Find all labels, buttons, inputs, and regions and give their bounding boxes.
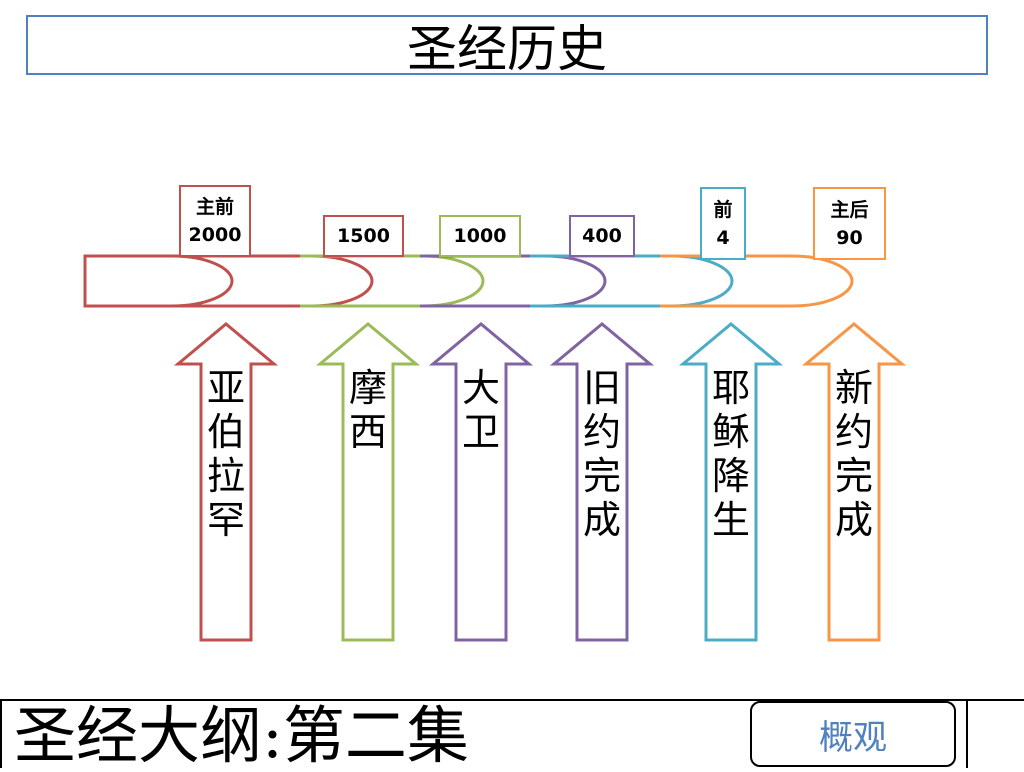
event-label: 大卫 — [461, 366, 500, 454]
timeline-segment — [83, 254, 234, 308]
event-arrow — [801, 322, 907, 642]
date-box: 主后 90 — [813, 187, 886, 260]
date-year: 2000 — [188, 224, 242, 246]
date-year: 400 — [582, 225, 622, 247]
page-title: 圣经历史 — [26, 15, 988, 78]
overview-button[interactable]: 概观 — [750, 701, 956, 767]
date-prefix: 前 — [713, 198, 733, 221]
date-box: 1500 — [323, 215, 404, 257]
timeline-segment — [530, 254, 734, 308]
timeline-segment — [420, 254, 607, 308]
event-arrow — [428, 322, 534, 642]
event-arrow — [549, 322, 655, 642]
footer-bar — [0, 699, 1024, 768]
event-label: 亚伯拉罕 — [206, 366, 245, 542]
date-box: 400 — [569, 215, 635, 257]
event-label: 旧约完成 — [582, 366, 621, 542]
date-year: 90 — [836, 226, 863, 249]
event-label: 新约完成 — [834, 366, 873, 542]
date-year: 1000 — [453, 225, 507, 247]
date-year: 1500 — [337, 225, 390, 247]
footer-divider — [966, 701, 968, 768]
date-prefix: 主前 — [195, 196, 234, 218]
timeline-segment — [150, 254, 374, 308]
event-arrow — [678, 322, 784, 642]
date-year: 4 — [716, 226, 730, 249]
timeline-diagram — [83, 254, 907, 642]
event-label: 耶稣降生 — [711, 366, 750, 542]
timeline-segment — [660, 254, 854, 308]
event-arrow — [315, 322, 421, 642]
date-box: 主前 2000 — [179, 185, 251, 257]
event-arrow — [173, 322, 279, 642]
event-label: 摩西 — [348, 366, 387, 454]
date-prefix: 主后 — [830, 198, 869, 221]
date-box: 1000 — [439, 215, 521, 257]
footer-title: 圣经大纲:第二集 — [14, 699, 469, 772]
timeline-segment — [300, 254, 485, 308]
